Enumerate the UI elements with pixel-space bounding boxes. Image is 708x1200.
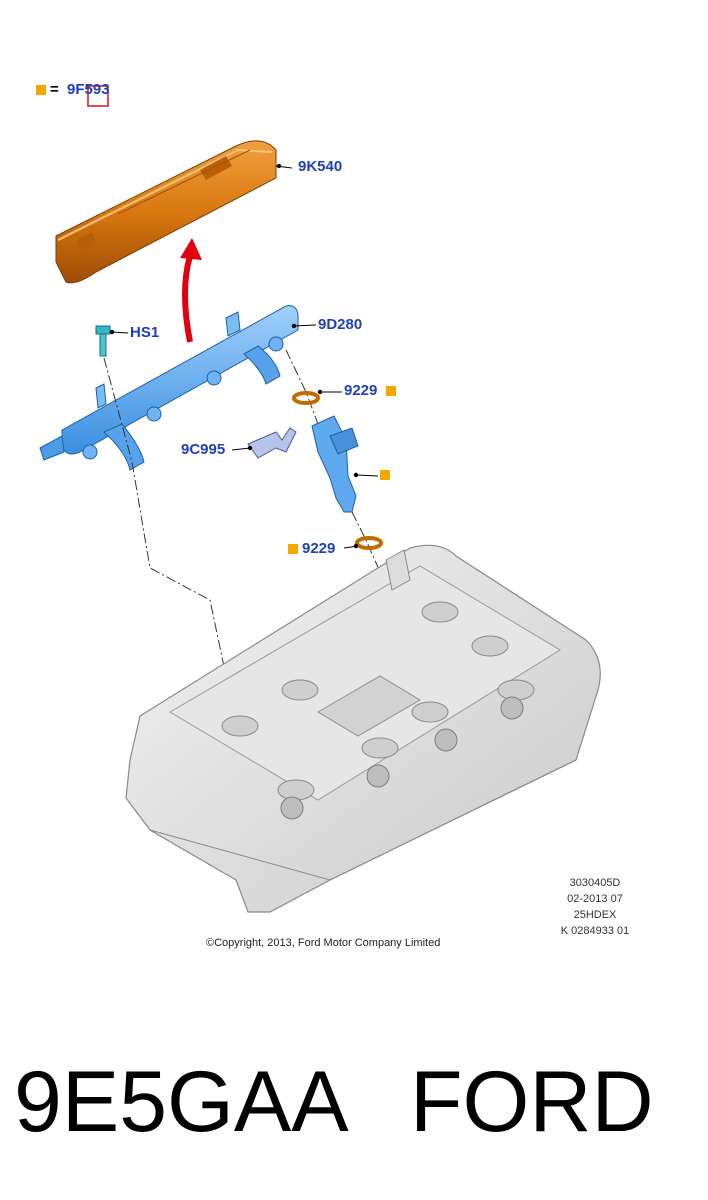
- drawing-number: 3030405D: [569, 877, 621, 889]
- oring-lower-marker-icon: [288, 544, 298, 554]
- caption-brand: FORD: [410, 1054, 654, 1150]
- oring-upper-part: [292, 391, 320, 405]
- removal-arrow: [180, 238, 202, 343]
- bracket-part: [247, 427, 297, 459]
- legend-equals: =: [50, 81, 59, 98]
- callout-fuel-rail: 9D280: [318, 316, 363, 333]
- heat-shield-part: [55, 140, 277, 284]
- bolt-part: [95, 325, 111, 357]
- exploded-parts-diagram: [39, 85, 601, 913]
- callout-oring-lower: 9229: [302, 540, 336, 557]
- injector-marker-icon: [380, 470, 390, 480]
- callout-bolt: HS1: [130, 324, 160, 341]
- drawing-reference: K 0284933 01: [560, 925, 630, 937]
- injector-part: [311, 415, 359, 513]
- drawing-code: 25HDEX: [573, 909, 617, 921]
- drawing-info: 3030405D 02-2013 07 25HDEX K 0284933 01: [540, 875, 650, 939]
- copyright-notice: ©Copyright, 2013, Ford Motor Company Lim…: [206, 937, 441, 949]
- drawing-date: 02-2013 07: [567, 893, 623, 905]
- caption-part-code: 9E5GAA: [14, 1054, 349, 1150]
- cylinder-head-part: [125, 544, 601, 913]
- callout-oring-upper: 9229: [344, 382, 378, 399]
- oring-upper-marker-icon: [386, 386, 396, 396]
- highlight-box: [87, 85, 109, 107]
- callout-bracket: 9C995: [181, 441, 226, 458]
- legend-part-label: 9F593: [67, 81, 110, 98]
- legend-marker-icon: [36, 85, 46, 95]
- oring-lower-part: [355, 536, 383, 550]
- callout-heat-shield: 9K540: [298, 158, 343, 175]
- fuel-rail-part: [39, 305, 299, 471]
